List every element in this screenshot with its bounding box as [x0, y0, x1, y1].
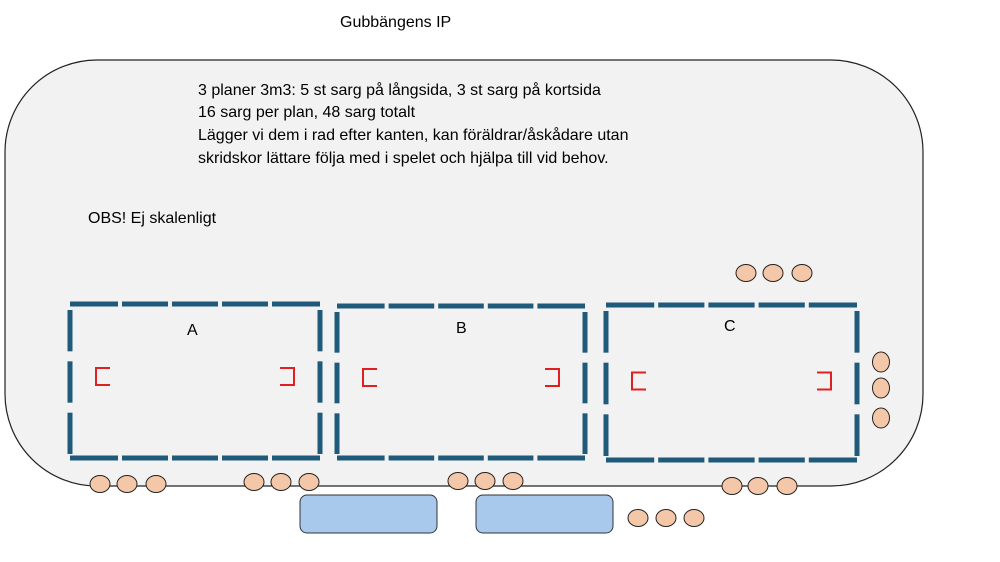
spectator [762, 264, 784, 282]
spectator [872, 407, 890, 429]
rink-label-a: A [187, 322, 198, 339]
disclaimer: OBS! Ej skalenligt [88, 210, 217, 227]
rink-label-b: B [456, 320, 467, 337]
rink-label-c: C [724, 318, 736, 335]
note-line-2: 16 sarg per plan, 48 sarg totalt [198, 104, 416, 121]
goal-right [280, 367, 295, 386]
spectator [791, 264, 813, 282]
spectator [447, 472, 469, 490]
spectator [474, 472, 496, 490]
spectator [721, 477, 743, 495]
goal-right [545, 368, 560, 387]
spectator [655, 509, 677, 527]
spectator [243, 473, 265, 491]
spectator [747, 477, 769, 495]
spectators [89, 264, 890, 527]
goal-left [631, 371, 646, 391]
note-line-1: 3 planer 3m3: 5 st sarg på långsida, 3 s… [198, 82, 601, 99]
spectator [776, 477, 798, 495]
spectator [502, 472, 524, 490]
rink-a [67, 301, 323, 461]
spectator [735, 264, 757, 282]
rink-c [603, 302, 860, 463]
spectator [270, 473, 292, 491]
spectator [89, 475, 111, 493]
spectator [872, 351, 890, 373]
page-title: Gubbängens IP [340, 14, 452, 31]
spectator [683, 509, 705, 527]
spectator [116, 475, 138, 493]
bench-left [299, 494, 438, 534]
spectator [872, 377, 890, 399]
ice-area [4, 59, 924, 487]
note-line-4: skridskor lättare följa med i spelet och… [198, 150, 609, 167]
spectator [145, 475, 167, 493]
note-line-3: Lägger vi dem i rad efter kanten, kan fö… [198, 127, 629, 144]
goal-left [95, 367, 110, 386]
rinks [67, 301, 860, 463]
bench-right [475, 494, 614, 534]
spectator [298, 473, 320, 491]
goal-right [817, 371, 832, 391]
rink-b [334, 303, 588, 461]
spectator [627, 509, 649, 527]
goal-left [362, 368, 377, 387]
